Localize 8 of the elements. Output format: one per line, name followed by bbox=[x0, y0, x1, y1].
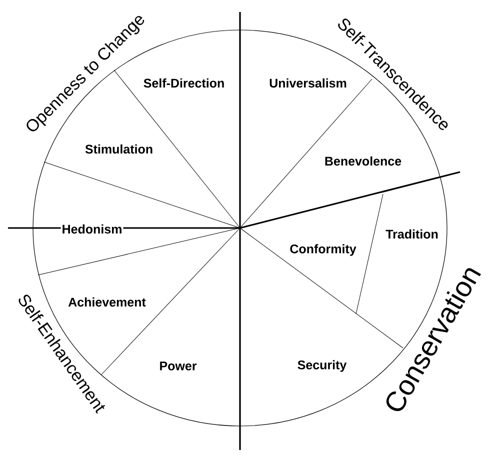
sector-label: Security bbox=[296, 359, 348, 373]
sector-label: Benevolence bbox=[323, 155, 403, 167]
sector-label: Hedonism bbox=[60, 223, 124, 235]
sector-label: Self-Direction bbox=[142, 77, 226, 89]
sector-label: Tradition bbox=[384, 228, 440, 240]
sector-label: Power bbox=[158, 360, 198, 372]
sector-label: Stimulation bbox=[84, 143, 154, 155]
sector-label: Conformity bbox=[288, 243, 358, 257]
